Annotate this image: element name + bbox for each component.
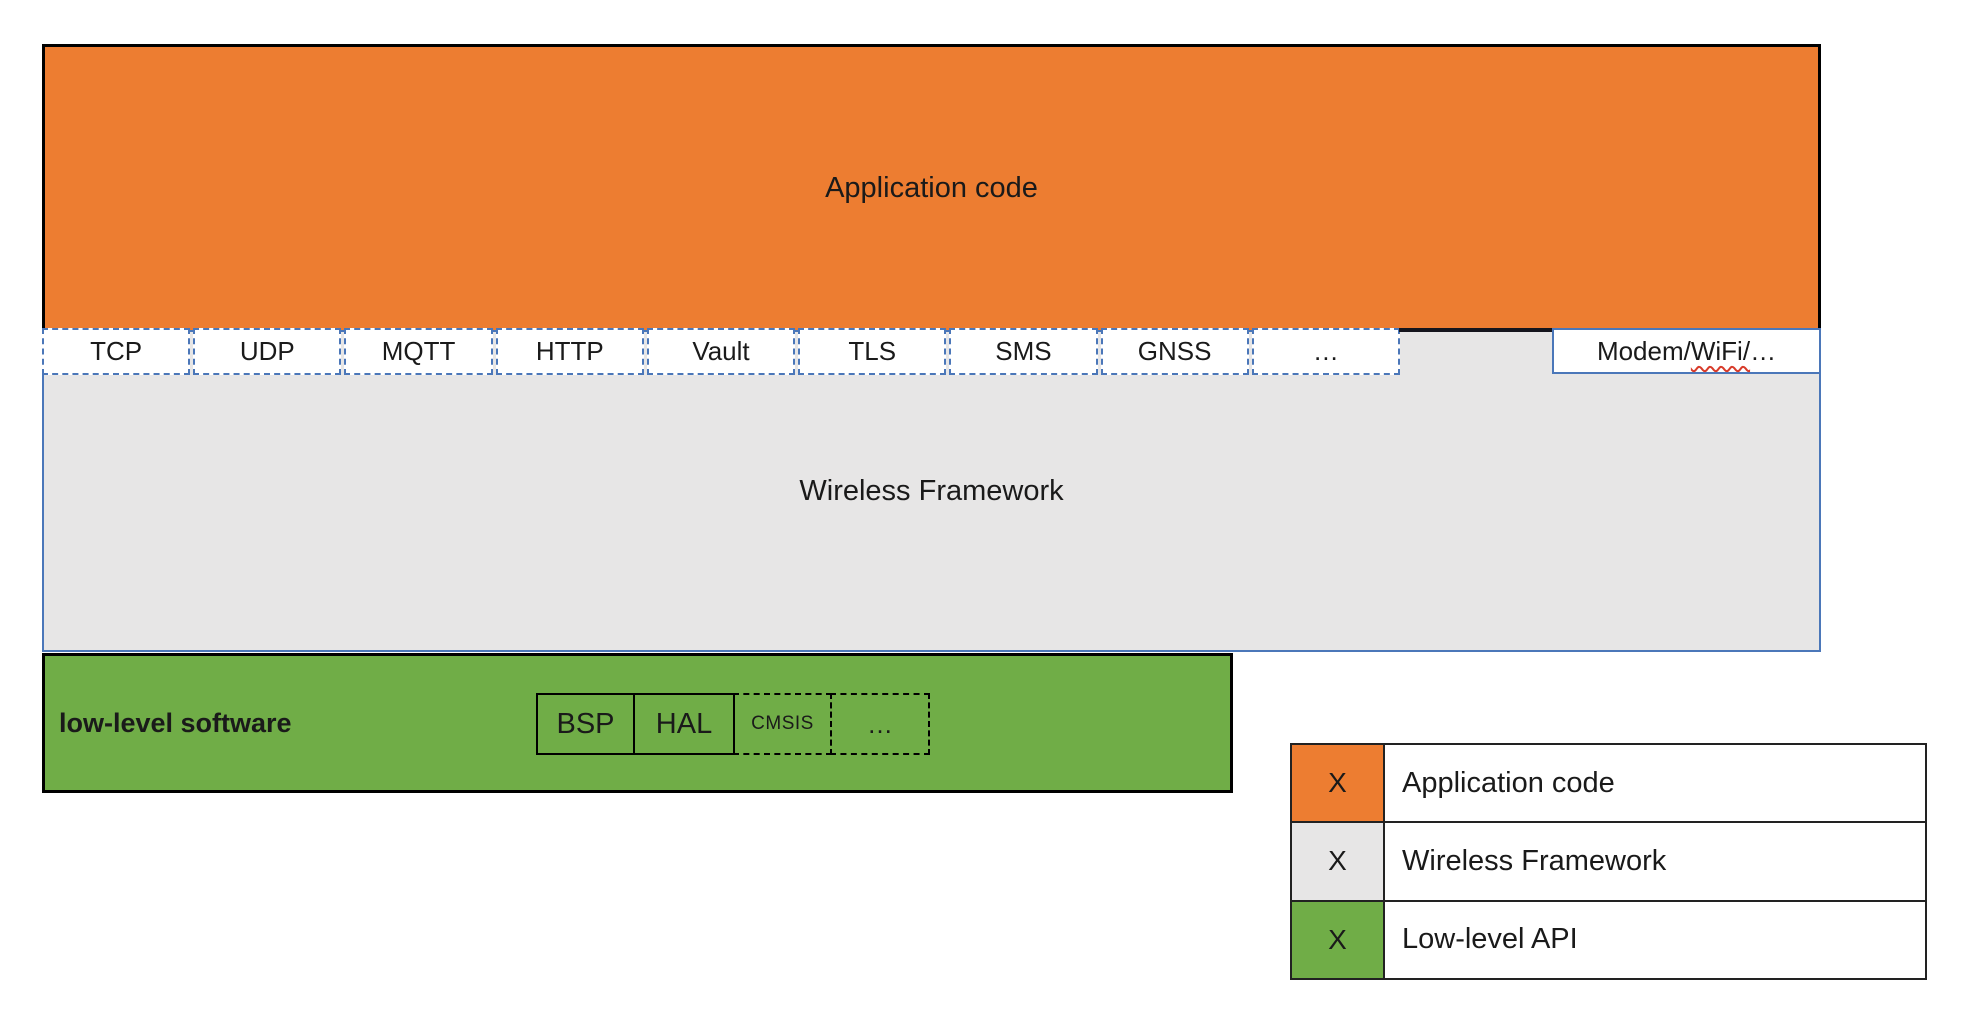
wireless-framework-block: Wireless Framework	[42, 330, 1821, 652]
modem-label-spellcheck: WiFi/	[1690, 335, 1751, 366]
bsp-box: BSP	[536, 693, 635, 755]
legend-swatch-lowlevel: X	[1292, 901, 1385, 978]
api-label: TCP	[90, 336, 143, 366]
modem-label-suffix: …	[1750, 335, 1777, 366]
legend-swatch-application: X	[1292, 745, 1385, 822]
hal-box: HAL	[633, 693, 735, 755]
application-code-label: Application code	[825, 172, 1038, 204]
api-label: TLS	[848, 336, 897, 366]
api-box-udp: UDP	[193, 328, 342, 375]
api-box-mqtt: MQTT	[344, 328, 493, 375]
api-box-gnss: GNSS	[1100, 328, 1249, 375]
api-box-ellipsis: …	[1251, 328, 1400, 375]
modem-wifi-box: Modem/WiFi/…	[1552, 328, 1821, 374]
bsp-label: BSP	[556, 707, 615, 740]
legend-label-lowlevel: Low-level API	[1402, 923, 1578, 956]
api-label: …	[1312, 336, 1339, 366]
wireless-framework-label: Wireless Framework	[799, 474, 1064, 507]
api-label: MQTT	[381, 336, 456, 366]
modem-label-prefix: Modem/	[1596, 335, 1691, 366]
cmsis-label: CMSIS	[751, 713, 814, 734]
legend-swatch-framework: X	[1292, 823, 1385, 900]
api-box-sms: SMS	[949, 328, 1098, 375]
api-label: SMS	[995, 336, 1052, 366]
api-box-vault: Vault	[646, 328, 796, 375]
api-box-tcp: TCP	[42, 328, 191, 375]
low-level-components: BSP HAL CMSIS …	[536, 693, 930, 755]
ellipsis-label: …	[867, 708, 893, 739]
orange-bottom-border-segment	[1399, 328, 1554, 332]
legend-row-application: X Application code	[1292, 745, 1925, 822]
api-label: HTTP	[535, 336, 604, 366]
hal-label: HAL	[655, 707, 713, 740]
api-box-tls: TLS	[798, 328, 947, 375]
ellipsis-box: …	[830, 693, 930, 755]
low-level-software-block: low-level software	[42, 653, 1233, 793]
api-label: UDP	[239, 336, 295, 366]
api-box-http: HTTP	[495, 328, 644, 375]
legend-table: X Application code X Wireless Framework …	[1290, 743, 1927, 980]
cmsis-box: CMSIS	[733, 693, 832, 755]
application-code-block: Application code	[42, 44, 1821, 330]
legend-label-application: Application code	[1402, 766, 1615, 799]
legend-row-lowlevel: X Low-level API	[1292, 899, 1925, 978]
api-label: GNSS	[1137, 336, 1212, 366]
api-row: TCP UDP MQTT HTTP Vault TLS SMS GNSS …	[42, 328, 1400, 375]
api-label: Vault	[692, 336, 750, 366]
low-level-software-label: low-level software	[59, 707, 292, 738]
legend-row-framework: X Wireless Framework	[1292, 821, 1925, 900]
legend-label-framework: Wireless Framework	[1402, 844, 1667, 877]
